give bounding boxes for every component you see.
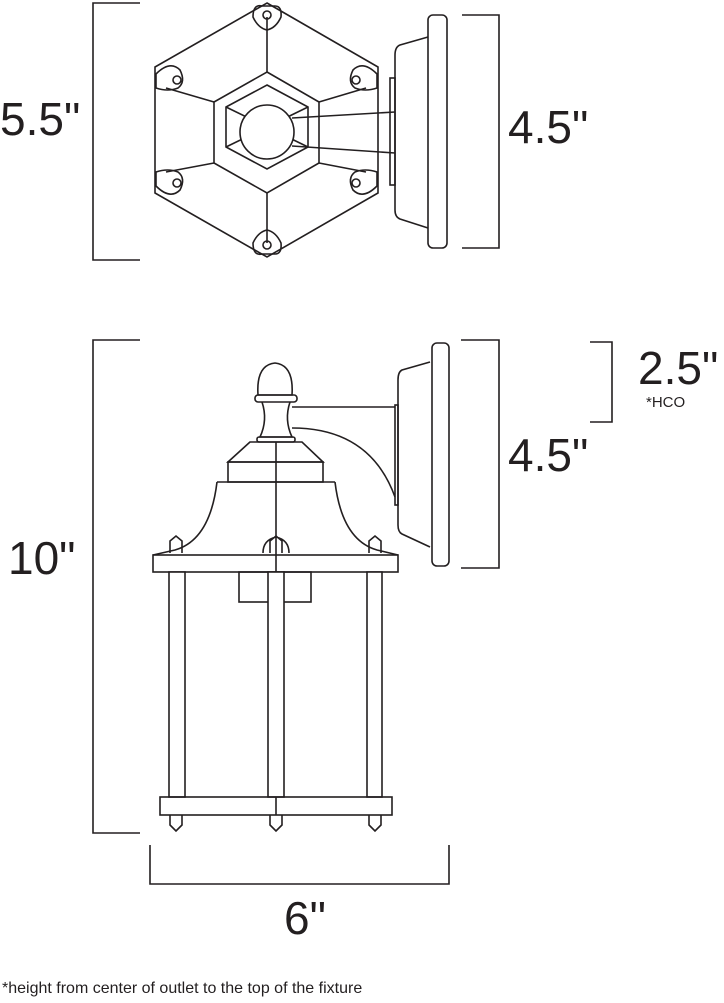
footnote: *height from center of outlet to the top… bbox=[2, 980, 363, 997]
width-label: 6" bbox=[284, 892, 326, 944]
post-left bbox=[168, 571, 186, 798]
height-label: 10" bbox=[8, 532, 76, 584]
finial-circle bbox=[239, 104, 295, 160]
backplate bbox=[427, 14, 448, 249]
hco-label: 2.5" bbox=[638, 342, 719, 394]
finial bbox=[257, 362, 293, 396]
top-backplate-label: 4.5" bbox=[508, 101, 589, 153]
dimension-bracket-top-backplate bbox=[462, 14, 500, 249]
dimension-bracket-side-backplate bbox=[461, 339, 500, 569]
side-backplate-label: 4.5" bbox=[508, 429, 589, 481]
mounting-lugs bbox=[155, 4, 378, 256]
top-depth-label: 5.5" bbox=[0, 93, 81, 145]
dimension-bracket-width bbox=[149, 845, 450, 885]
finials-top bbox=[169, 534, 382, 554]
top-view bbox=[92, 2, 500, 261]
bottom-plate bbox=[159, 796, 393, 816]
dimension-bracket-height bbox=[92, 339, 140, 834]
side-view bbox=[92, 339, 613, 885]
feet bbox=[169, 815, 382, 833]
dimension-bracket-top-depth bbox=[92, 2, 140, 261]
side-backplate bbox=[431, 342, 450, 567]
canopy bbox=[394, 36, 429, 229]
arm-top bbox=[291, 111, 396, 154]
side-canopy bbox=[397, 361, 431, 548]
post-center bbox=[267, 571, 285, 798]
dimension-bracket-hco bbox=[590, 341, 613, 423]
outer-hexagon bbox=[154, 2, 379, 258]
arm bbox=[291, 406, 396, 498]
hco-marker: *HCO bbox=[646, 394, 686, 411]
post-right bbox=[366, 571, 383, 798]
